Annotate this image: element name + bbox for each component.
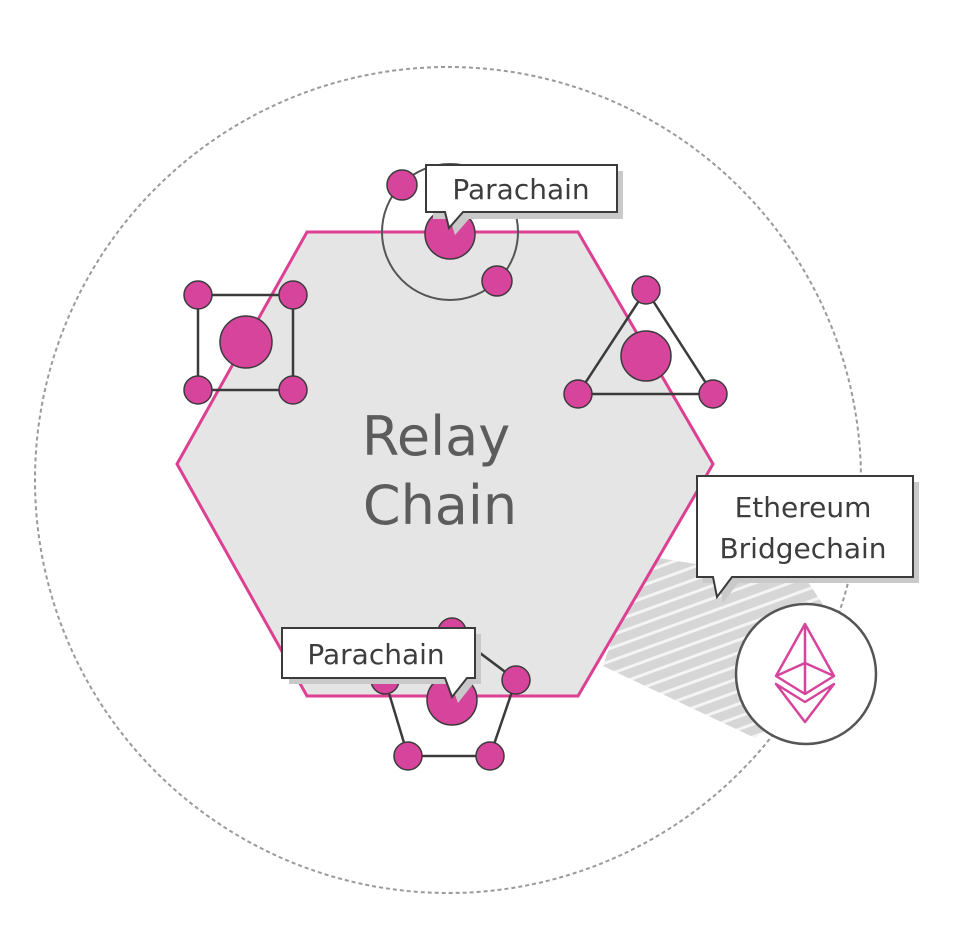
- ethereum-bridge-node: [734, 602, 878, 746]
- relay-chain-label-line2: Chain: [363, 474, 517, 537]
- callout-top-parachain: Parachain: [425, 164, 623, 235]
- parachain-right-node-main: [620, 330, 672, 382]
- callout-bottom-parachain-text: Parachain: [307, 638, 444, 671]
- parachain-top-node-small-b: [481, 265, 513, 297]
- relay-chain-label-line1: Relay: [362, 405, 510, 468]
- callout-bridge-text-line2: Bridgechain: [719, 532, 886, 565]
- parachain-left: [183, 280, 308, 405]
- callout-ethereum-bridgechain: Ethereum Bridgechain: [696, 475, 919, 603]
- callout-top-parachain-text: Parachain: [452, 173, 589, 206]
- parachain-top-node-small-a: [386, 169, 418, 201]
- ethereum-icon: [774, 622, 836, 724]
- callout-bottom-parachain: Parachain: [281, 627, 481, 703]
- callout-bridge-text-line1: Ethereum: [735, 491, 872, 524]
- parachain-right: [563, 275, 728, 409]
- parachain-left-node-main: [219, 315, 273, 369]
- relay-chain-hexagon: [175, 230, 715, 698]
